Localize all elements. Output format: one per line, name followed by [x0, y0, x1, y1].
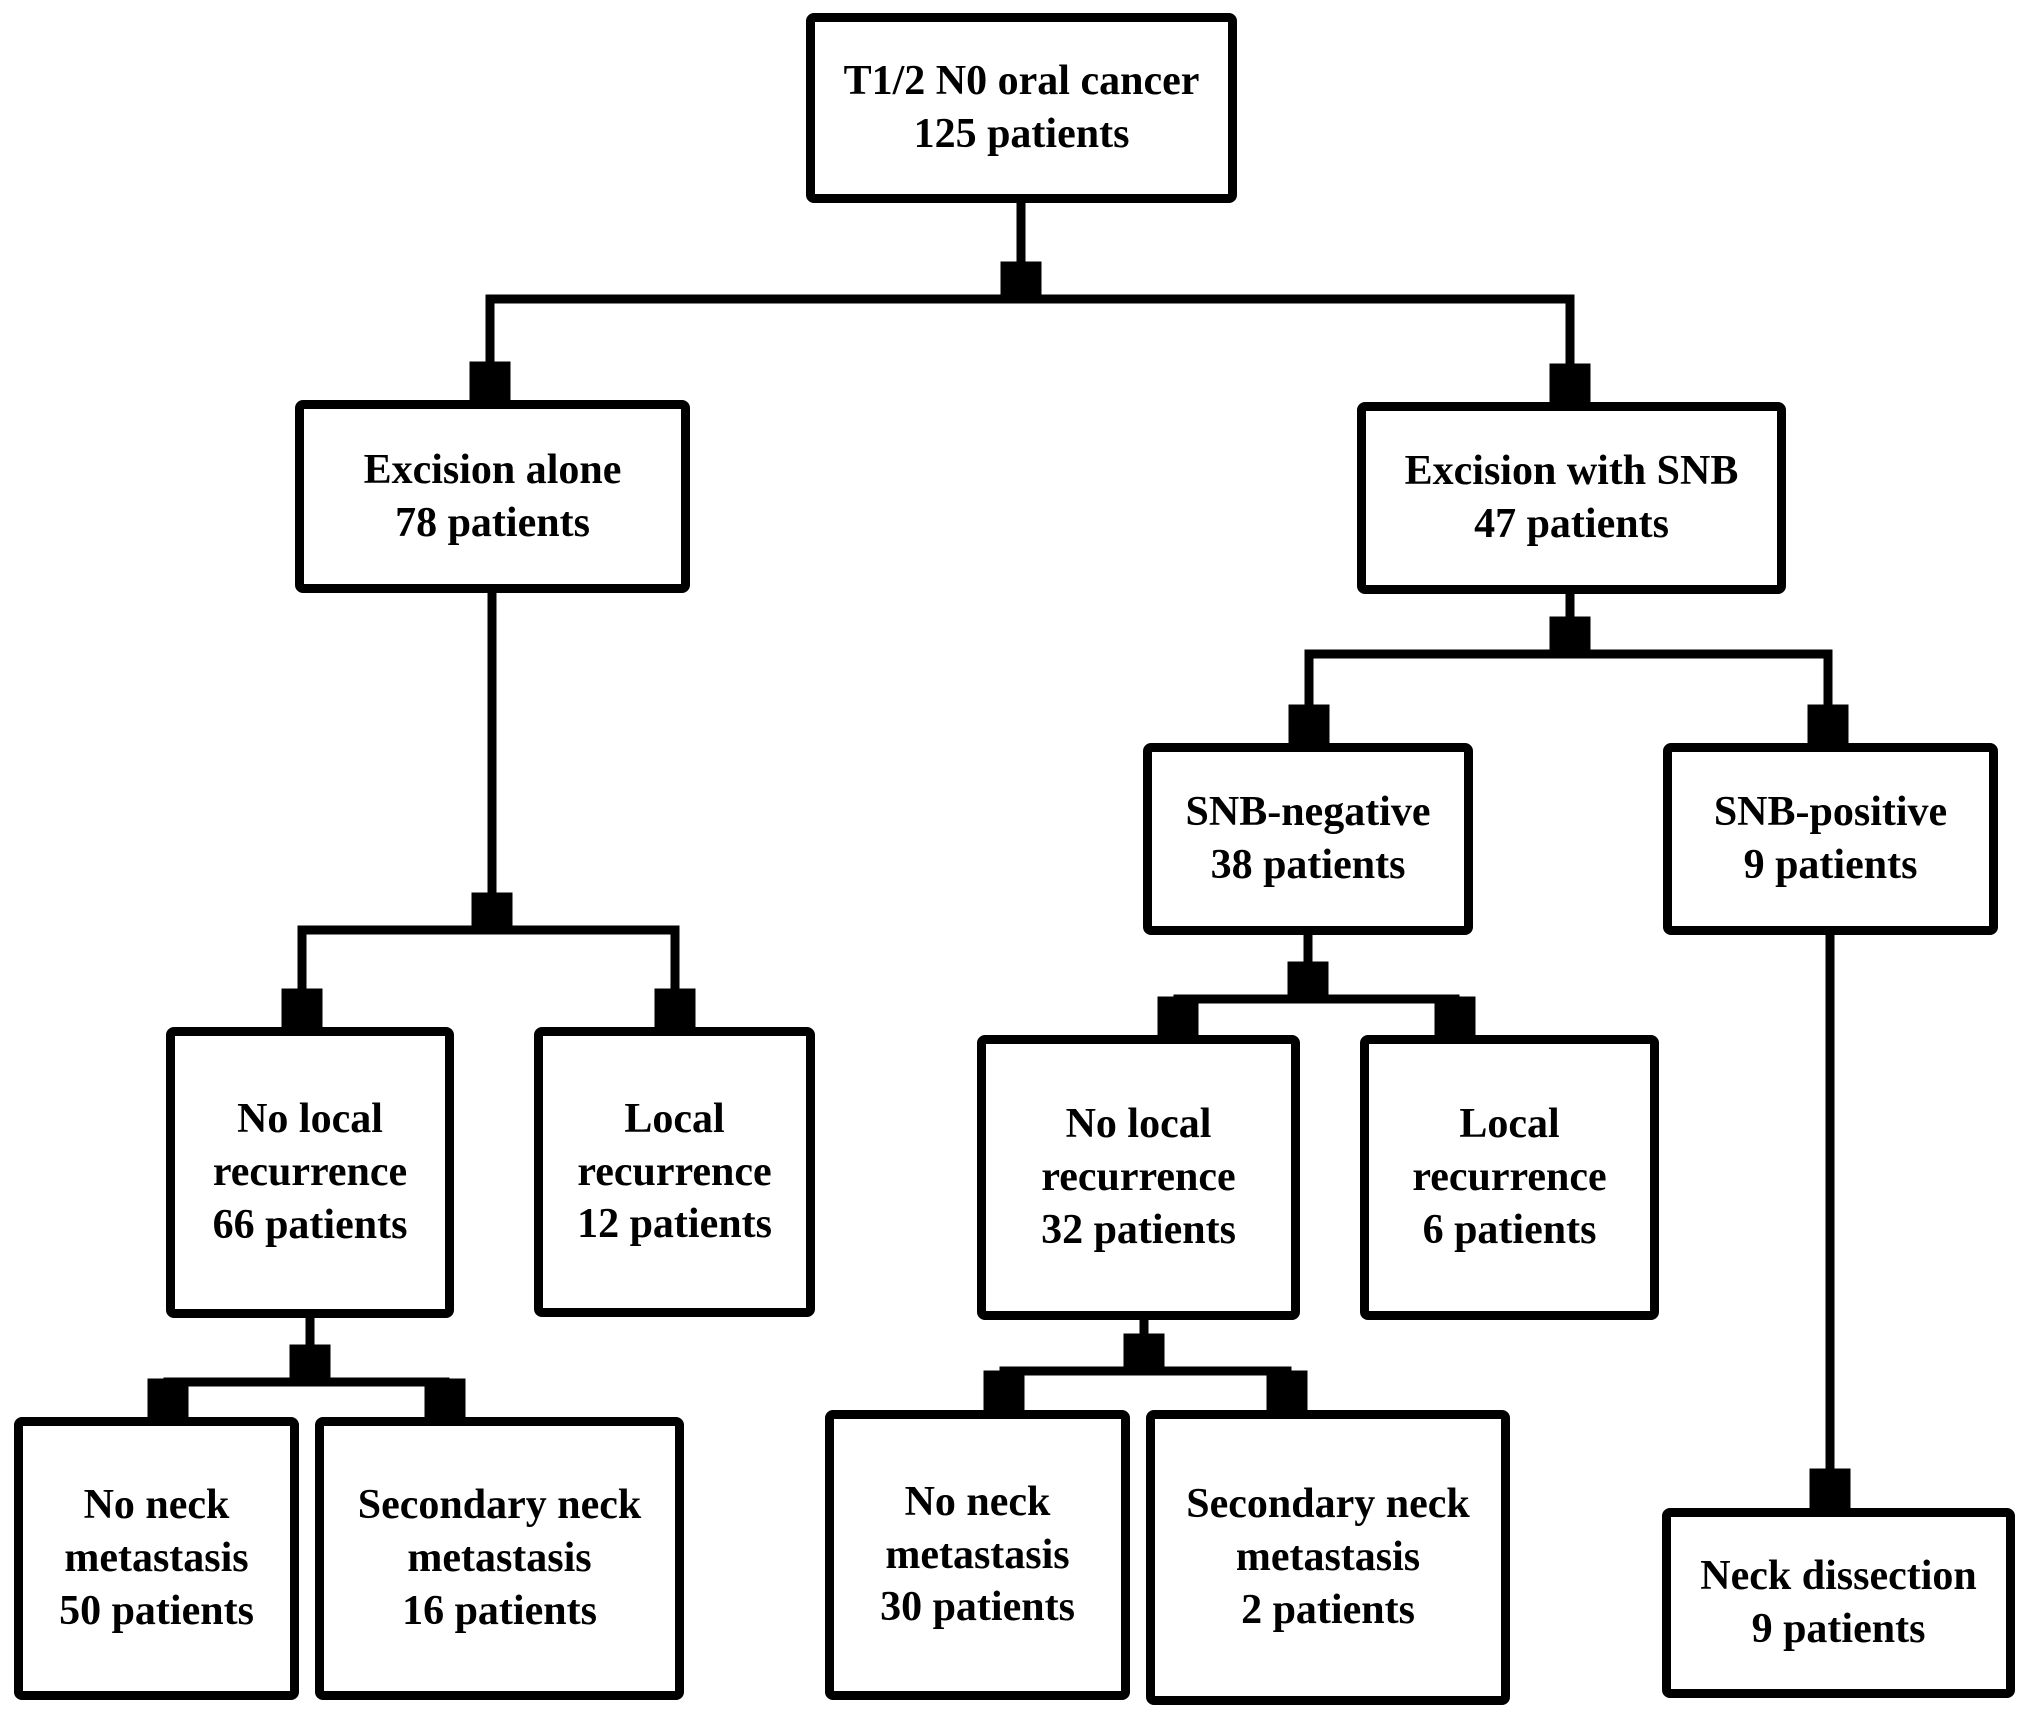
- node-title: Neck dissection: [1700, 1553, 1977, 1600]
- node-title: Excision alone: [363, 446, 622, 493]
- node-neck-dissection: Neck dissection 9 patients: [1662, 1508, 2015, 1698]
- node-title: Secondary neck metastasis: [357, 1482, 642, 1582]
- node-count: 2 patients: [1241, 1586, 1415, 1633]
- node-local-recurrence-6: Local recurrence 6 patients: [1360, 1035, 1659, 1320]
- node-count: 12 patients: [577, 1201, 772, 1248]
- node-secondary-neck-metastasis-2: Secondary neck metastasis 2 patients: [1146, 1410, 1510, 1705]
- node-secondary-neck-metastasis-16: Secondary neck metastasis 16 patients: [315, 1417, 684, 1700]
- node-root: T1/2 N0 oral cancer 125 patients: [806, 13, 1237, 203]
- node-count: 125 patients: [913, 111, 1130, 157]
- node-title: Secondary neck metastasis: [1186, 1481, 1470, 1581]
- node-count: 47 patients: [1474, 501, 1669, 547]
- node-title: No local recurrence: [1041, 1101, 1236, 1201]
- node-count: 16 patients: [402, 1587, 597, 1634]
- node-title: SNB-negative: [1185, 789, 1431, 836]
- node-count: 32 patients: [1041, 1206, 1236, 1253]
- node-no-local-recurrence-32: No local recurrence 32 patients: [977, 1035, 1300, 1320]
- node-count: 30 patients: [880, 1584, 1075, 1631]
- node-title: T1/2 N0 oral cancer: [843, 58, 1200, 105]
- node-count: 38 patients: [1210, 842, 1406, 888]
- node-count: 9 patients: [1751, 1606, 1926, 1652]
- node-title: Excision with SNB: [1404, 448, 1739, 495]
- node-count: 66 patients: [212, 1201, 408, 1248]
- node-count: 78 patients: [395, 499, 590, 546]
- node-title: No neck metastasis: [64, 1482, 249, 1582]
- node-excision-alone: Excision alone 78 patients: [295, 400, 690, 593]
- node-excision-with-snb: Excision with SNB 47 patients: [1357, 402, 1786, 594]
- node-no-neck-metastasis-50: No neck metastasis 50 patients: [14, 1417, 299, 1700]
- node-title: No neck metastasis: [885, 1478, 1070, 1578]
- node-count: 50 patients: [59, 1587, 254, 1634]
- node-local-recurrence-12: Local recurrence 12 patients: [534, 1027, 815, 1317]
- node-snb-negative: SNB-negative 38 patients: [1143, 743, 1473, 935]
- node-count: 9 patients: [1743, 842, 1918, 888]
- node-title: Local recurrence: [577, 1095, 772, 1195]
- node-title: No local recurrence: [212, 1096, 408, 1196]
- node-title: SNB-positive: [1713, 789, 1948, 836]
- node-no-neck-metastasis-30: No neck metastasis 30 patients: [825, 1410, 1130, 1700]
- node-count: 6 patients: [1422, 1206, 1597, 1253]
- node-snb-positive: SNB-positive 9 patients: [1663, 743, 1998, 935]
- node-no-local-recurrence-66: No local recurrence 66 patients: [166, 1027, 454, 1318]
- node-title: Local recurrence: [1412, 1101, 1607, 1201]
